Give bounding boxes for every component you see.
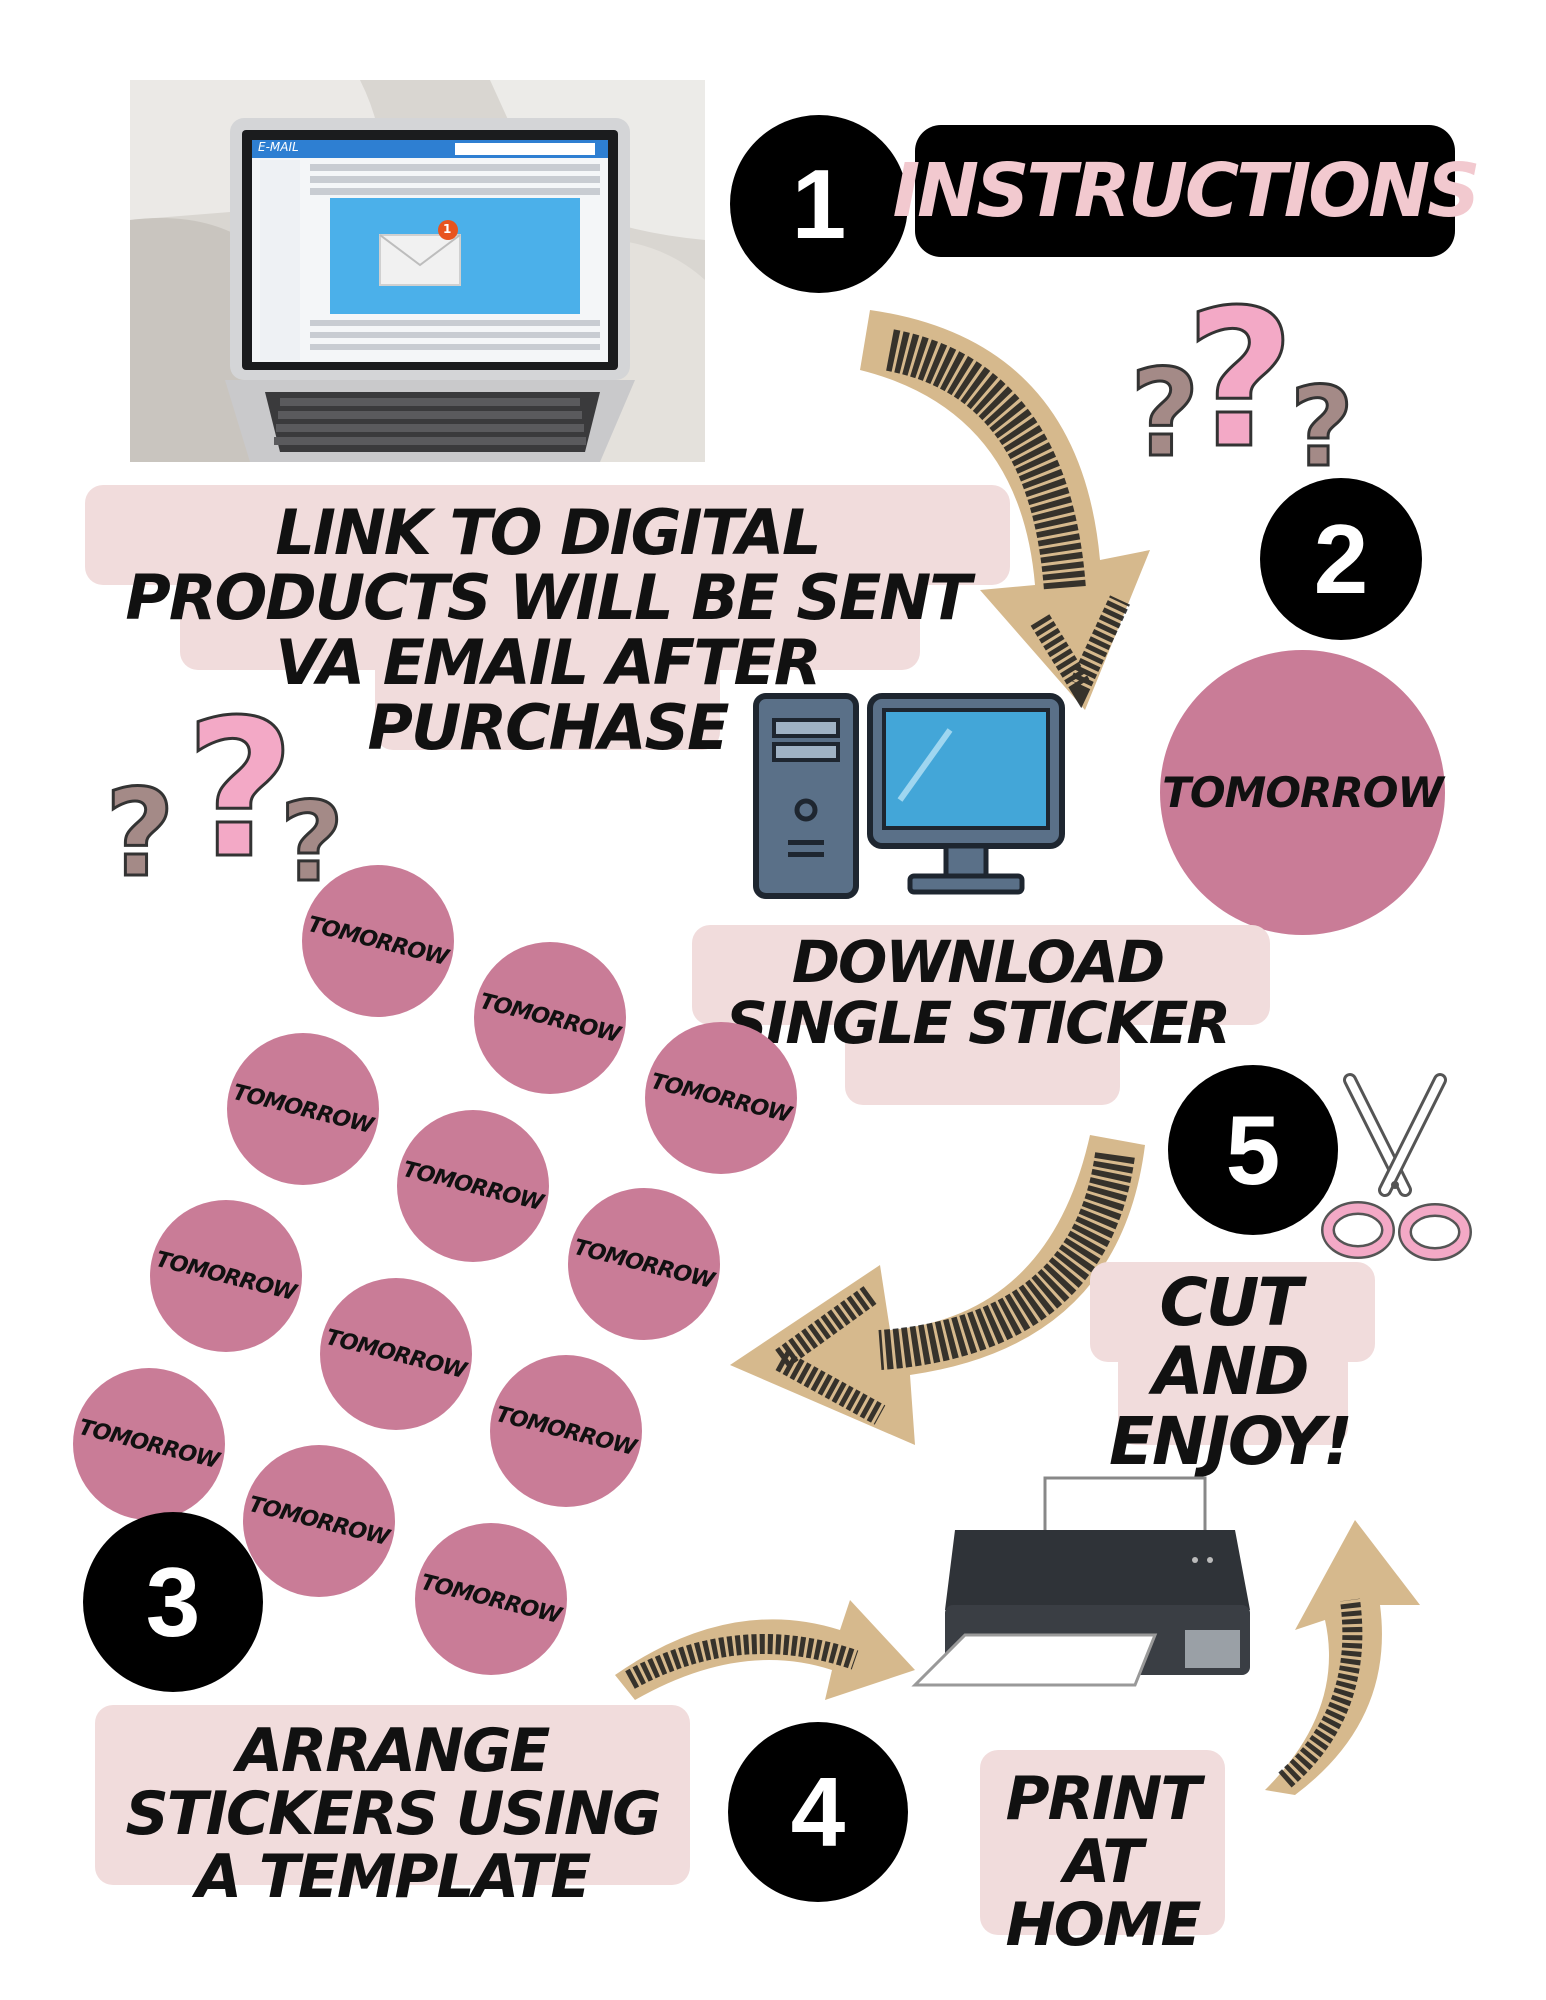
sticker-text: TOMORROW xyxy=(477,988,623,1048)
sticker-text: TOMORROW xyxy=(76,1414,222,1474)
email-link-label-bg xyxy=(85,485,1010,585)
page-title: INSTRUCTIONS xyxy=(892,148,1481,234)
sticker: TOMORROW xyxy=(320,1278,472,1430)
email-link-label-bg-3 xyxy=(375,650,720,750)
laptop-photo: E-MAIL 1 xyxy=(130,80,705,462)
sticker-text: TOMORROW xyxy=(230,1079,376,1139)
print-label-bg xyxy=(980,1750,1225,1935)
sticker: TOMORROW xyxy=(150,1200,302,1352)
svg-text:?: ? xyxy=(105,765,175,895)
svg-text:?: ? xyxy=(280,778,344,895)
svg-text:?: ? xyxy=(185,679,295,895)
sticker-text: TOMORROW xyxy=(571,1234,717,1294)
step-3-badge: 3 xyxy=(83,1512,263,1692)
step-4-badge: 4 xyxy=(728,1722,908,1902)
step-4-number: 4 xyxy=(790,1756,846,1867)
download-label: DOWNLOAD SINGLE STICKER xyxy=(726,928,1231,1057)
step-3-number: 3 xyxy=(145,1546,201,1657)
sticker-large: TOMORROW xyxy=(1160,650,1445,935)
desktop-computer-icon xyxy=(753,693,1065,899)
question-marks-icon: ? ? ? xyxy=(1129,275,1356,493)
step-2-badge: 2 xyxy=(1260,478,1422,640)
sticker: TOMORROW xyxy=(490,1355,642,1507)
sticker: TOMORROW xyxy=(645,1022,797,1174)
step-5-number: 5 xyxy=(1225,1094,1281,1205)
sticker: TOMORROW xyxy=(243,1445,395,1597)
sticker-text: TOMORROW xyxy=(418,1569,564,1629)
sticker-text: TOMORROW xyxy=(493,1401,639,1461)
sticker-large-text: TOMORROW xyxy=(1162,768,1444,817)
sticker: TOMORROW xyxy=(474,942,626,1094)
question-marks-icon-left: ? ? ? xyxy=(104,678,346,896)
sticker: TOMORROW xyxy=(302,865,454,1017)
sticker: TOMORROW xyxy=(397,1110,549,1262)
printer-icon xyxy=(911,1476,1250,1687)
arrange-label-bg xyxy=(95,1705,690,1885)
sticker-text: TOMORROW xyxy=(323,1324,469,1384)
arrow-icon-3 xyxy=(615,1600,915,1700)
cut-label-bg-2 xyxy=(1118,1345,1348,1445)
scissors-icon xyxy=(1321,1073,1472,1261)
download-label-bg-2 xyxy=(845,1005,1120,1105)
arrow-icon-4 xyxy=(1265,1520,1420,1795)
step-2-number: 2 xyxy=(1313,503,1369,614)
step-5-badge: 5 xyxy=(1168,1065,1338,1235)
arrange-label: ARRANGE STICKERS USING A TEMPLATE xyxy=(125,1716,661,1912)
sticker: TOMORROW xyxy=(415,1523,567,1675)
cut-label: CUT AND ENJOY! xyxy=(1108,1264,1353,1480)
step-1-badge: 1 xyxy=(730,115,908,293)
svg-text:?: ? xyxy=(1290,363,1354,491)
sticker-text: TOMORROW xyxy=(648,1068,794,1128)
arrow-icon-2 xyxy=(730,1135,1145,1445)
email-link-label: LINK TO DIGITAL PRODUCTS WILL BE SENT VA… xyxy=(125,496,971,765)
arrow-icon xyxy=(860,310,1150,710)
step-1-number: 1 xyxy=(791,148,847,259)
sticker: TOMORROW xyxy=(227,1033,379,1185)
sticker: TOMORROW xyxy=(73,1368,225,1520)
print-label: PRINT AT HOME xyxy=(1005,1764,1202,1960)
sticker-text: TOMORROW xyxy=(305,911,451,971)
email-app-name: E-MAIL xyxy=(258,140,299,154)
svg-text:?: ? xyxy=(1130,345,1200,484)
sticker: TOMORROW xyxy=(568,1188,720,1340)
sticker-text: TOMORROW xyxy=(400,1156,546,1216)
sticker-text: TOMORROW xyxy=(153,1246,299,1306)
notification-badge: 1 xyxy=(443,222,452,236)
sticker-text: TOMORROW xyxy=(246,1491,392,1551)
svg-text:?: ? xyxy=(1185,275,1295,490)
title-banner: INSTRUCTIONS xyxy=(893,125,1480,257)
